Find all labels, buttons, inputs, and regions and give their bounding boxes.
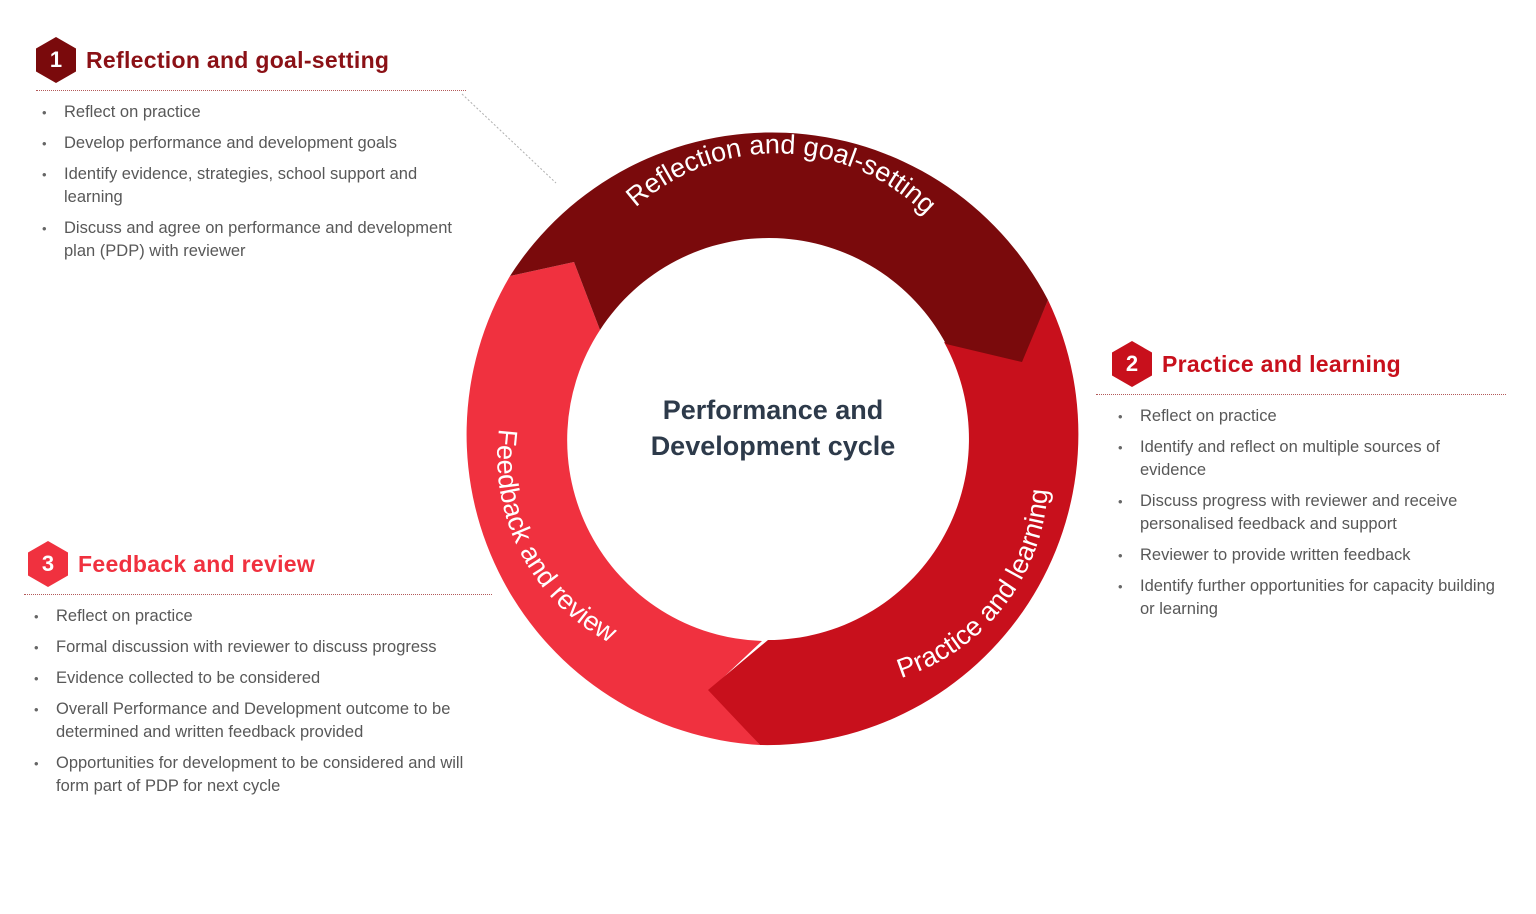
section-divider bbox=[36, 90, 466, 91]
section-item-list: Reflect on practice Formal discussion wi… bbox=[28, 605, 496, 798]
list-item: Reflect on practice bbox=[36, 101, 466, 124]
section-reflection-goal-setting: 1 Reflection and goal-setting Reflect on… bbox=[36, 36, 466, 271]
connector-line bbox=[461, 93, 557, 184]
step-number-badge: 1 bbox=[36, 37, 76, 83]
section-practice-learning: 2 Practice and learning Reflect on pract… bbox=[1096, 340, 1508, 629]
list-item: Overall Performance and Development outc… bbox=[28, 698, 496, 744]
section-divider bbox=[24, 594, 492, 595]
list-item: Identify and reflect on multiple sources… bbox=[1112, 436, 1508, 482]
center-title-line-1: Performance and bbox=[663, 395, 884, 425]
section-item-list: Reflect on practice Identify and reflect… bbox=[1112, 405, 1508, 621]
section-header: 3 Feedback and review bbox=[28, 540, 496, 588]
list-item: Develop performance and development goal… bbox=[36, 132, 466, 155]
section-item-list: Reflect on practice Develop performance … bbox=[36, 101, 466, 263]
section-header: 2 Practice and learning bbox=[1112, 340, 1508, 388]
list-item: Discuss progress with reviewer and recei… bbox=[1112, 490, 1508, 536]
list-item: Reflect on practice bbox=[28, 605, 496, 628]
list-item: Opportunities for development to be cons… bbox=[28, 752, 496, 798]
list-item: Discuss and agree on performance and dev… bbox=[36, 217, 466, 263]
section-title: Reflection and goal-setting bbox=[86, 46, 390, 73]
section-header: 1 Reflection and goal-setting bbox=[36, 36, 466, 84]
section-divider bbox=[1096, 394, 1506, 395]
list-item: Reviewer to provide written feedback bbox=[1112, 544, 1508, 567]
center-title-line-2: Development cycle bbox=[651, 431, 896, 461]
list-item: Formal discussion with reviewer to discu… bbox=[28, 636, 496, 659]
list-item: Reflect on practice bbox=[1112, 405, 1508, 428]
segment-reflection-goal-setting bbox=[510, 132, 1048, 362]
segment-practice-learning bbox=[708, 300, 1079, 746]
list-item: Identify evidence, strategies, school su… bbox=[36, 163, 466, 209]
step-number-badge: 3 bbox=[28, 541, 68, 587]
segment-feedback-review bbox=[466, 262, 762, 745]
list-item: Evidence collected to be considered bbox=[28, 667, 496, 690]
step-number-badge: 2 bbox=[1112, 341, 1152, 387]
section-title: Feedback and review bbox=[78, 550, 316, 577]
section-feedback-review: 3 Feedback and review Reflect on practic… bbox=[24, 540, 496, 806]
list-item: Identify further opportunities for capac… bbox=[1112, 575, 1508, 621]
section-title: Practice and learning bbox=[1162, 350, 1401, 377]
